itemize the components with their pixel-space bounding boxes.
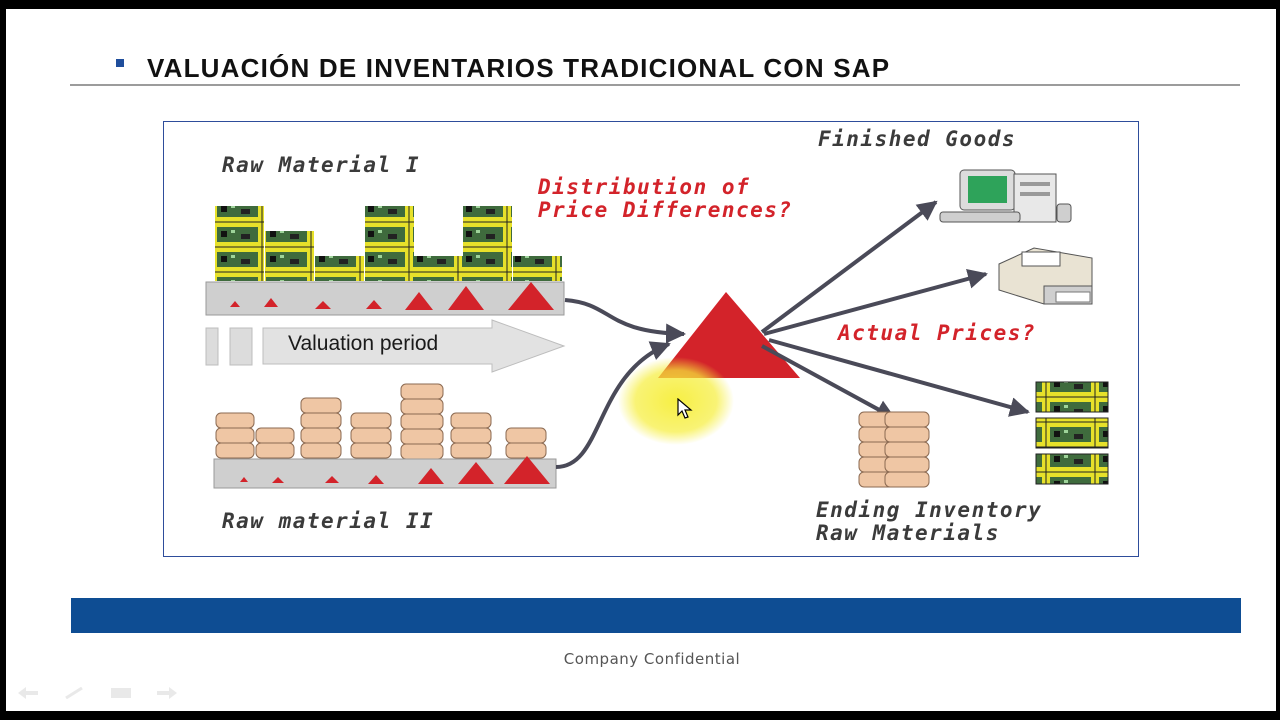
slide-title: VALUACIÓN DE INVENTARIOS TRADICIONAL CON… <box>147 53 891 83</box>
actual-prices-label: Actual Prices? <box>838 321 1037 345</box>
ending-inventory-boxes <box>858 411 930 488</box>
conveyor-2 <box>213 458 557 489</box>
valuation-diagram: Valuation period <box>163 121 1139 557</box>
pen-icon[interactable] <box>64 686 84 700</box>
slide-nav-controls <box>18 686 199 702</box>
distribution-label-line2: Price Differences? <box>538 198 793 222</box>
cursor-highlight <box>618 357 734 445</box>
flow-arrow-raw-2 <box>555 341 671 469</box>
arrow-to-printer <box>763 269 988 336</box>
ending-inventory-label-line1: Ending Inventory <box>816 498 1043 522</box>
diagram-canvas: Valuation period <box>205 169 1109 489</box>
computer-icon <box>939 169 1072 223</box>
valuation-period-arrow <box>205 319 566 373</box>
ending-inventory-label-line2: Raw Materials <box>816 521 1000 545</box>
arrow-to-chips <box>768 338 1030 417</box>
footer-bar <box>71 598 1241 633</box>
menu-icon[interactable] <box>110 686 131 698</box>
valuation-period-label: Valuation period <box>288 332 438 355</box>
arrow-to-finished-goods <box>760 200 938 334</box>
central-triangle <box>658 292 800 378</box>
title-bullet <box>116 59 124 67</box>
printer-icon <box>998 247 1093 305</box>
output-chip-boards <box>1035 381 1109 485</box>
footer-confidential: Company Confidential <box>563 650 741 668</box>
title-divider <box>70 84 1240 86</box>
raw-material-1-stacks <box>215 206 562 281</box>
nav-forward-icon[interactable] <box>157 686 178 699</box>
conveyor-1 <box>205 281 565 316</box>
raw-material-2-label: Raw material II <box>222 509 435 533</box>
flow-arrow-raw-1 <box>564 298 686 344</box>
finished-goods-label: Finished Goods <box>818 127 1017 151</box>
distribution-label-line1: Distribution of <box>538 175 751 199</box>
slide: VALUACIÓN DE INVENTARIOS TRADICIONAL CON… <box>6 9 1276 711</box>
conveyor-2-markers <box>240 456 550 484</box>
raw-material-1-label: Raw Material I <box>222 153 421 177</box>
nav-back-icon[interactable] <box>18 686 38 699</box>
conveyor-1-markers <box>230 282 554 310</box>
arrow-to-ending-inventory <box>761 344 896 420</box>
raw-material-2-stacks <box>215 383 547 460</box>
mouse-pointer-icon <box>677 398 693 419</box>
